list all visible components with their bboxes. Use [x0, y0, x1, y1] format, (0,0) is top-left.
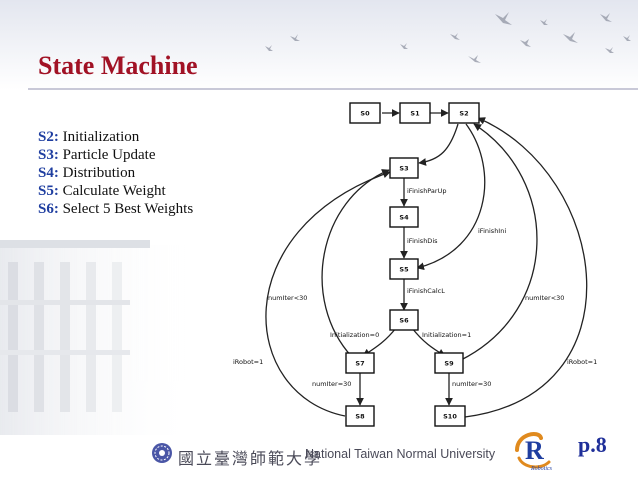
edge-label-s7-s3: numIter<30 — [268, 294, 307, 302]
university-name-zh: 國立臺灣師範大學 — [178, 445, 322, 469]
edge-label-s6-s9: Initialization=1 — [422, 331, 471, 339]
edge-label-s7-s8: numIter=30 — [312, 380, 351, 388]
state-node-s6: S6 — [390, 310, 418, 330]
node-label: S6 — [399, 317, 409, 325]
edge-s2-s5 — [417, 124, 485, 268]
edge-label-s2-s5: iFinishIni — [478, 227, 506, 235]
edge-s9-s2 — [461, 124, 537, 360]
state-node-s5: S5 — [390, 259, 418, 279]
edge-label-s10-s2: iRobot=1 — [567, 358, 597, 366]
node-label: S3 — [399, 165, 408, 173]
state-node-s3: S3 — [390, 158, 418, 178]
node-label: S9 — [444, 360, 454, 368]
edge-label-s5-s6: iFinishCalcL — [407, 287, 445, 295]
state-node-s10: S10 — [435, 406, 465, 426]
node-label: S0 — [360, 110, 370, 118]
edge-label-s9-s10: numIter=30 — [452, 380, 491, 388]
state-node-s4: S4 — [390, 207, 418, 227]
node-label: S1 — [410, 110, 420, 118]
edge-s7-s3 — [322, 170, 389, 357]
state-node-s0: S0 — [350, 103, 380, 123]
edge-label-s8-s3: iRobot=1 — [233, 358, 263, 366]
node-label: S7 — [355, 360, 364, 368]
svg-text:R: R — [525, 436, 544, 465]
node-label: S5 — [399, 266, 409, 274]
state-node-s2: S2 — [449, 103, 479, 123]
node-label: S4 — [399, 214, 409, 222]
node-label: S8 — [355, 413, 365, 421]
state-node-s7: S7 — [346, 353, 374, 373]
edge-label-s4-s5: iFinishDis — [407, 237, 438, 245]
edge-label-s3-s4: iFinishParUp — [407, 187, 446, 195]
state-node-s9: S9 — [435, 353, 463, 373]
university-name-en: National Taiwan Normal University — [305, 447, 495, 461]
edge-label-s9-s2: numIter<30 — [525, 294, 564, 302]
svg-text:Robotics: Robotics — [530, 466, 553, 472]
state-node-s1: S1 — [400, 103, 430, 123]
edge-s2-s3 — [419, 124, 458, 163]
edge-label-s6-s7: Initialization=0 — [330, 331, 379, 339]
state-node-s8: S8 — [346, 406, 374, 426]
university-seal-icon — [151, 442, 173, 464]
node-label: S2 — [459, 110, 468, 118]
robotics-lab-logo-icon: R Robotics — [511, 428, 571, 472]
node-label: S10 — [443, 413, 457, 421]
page-number: p.8 — [578, 432, 607, 458]
